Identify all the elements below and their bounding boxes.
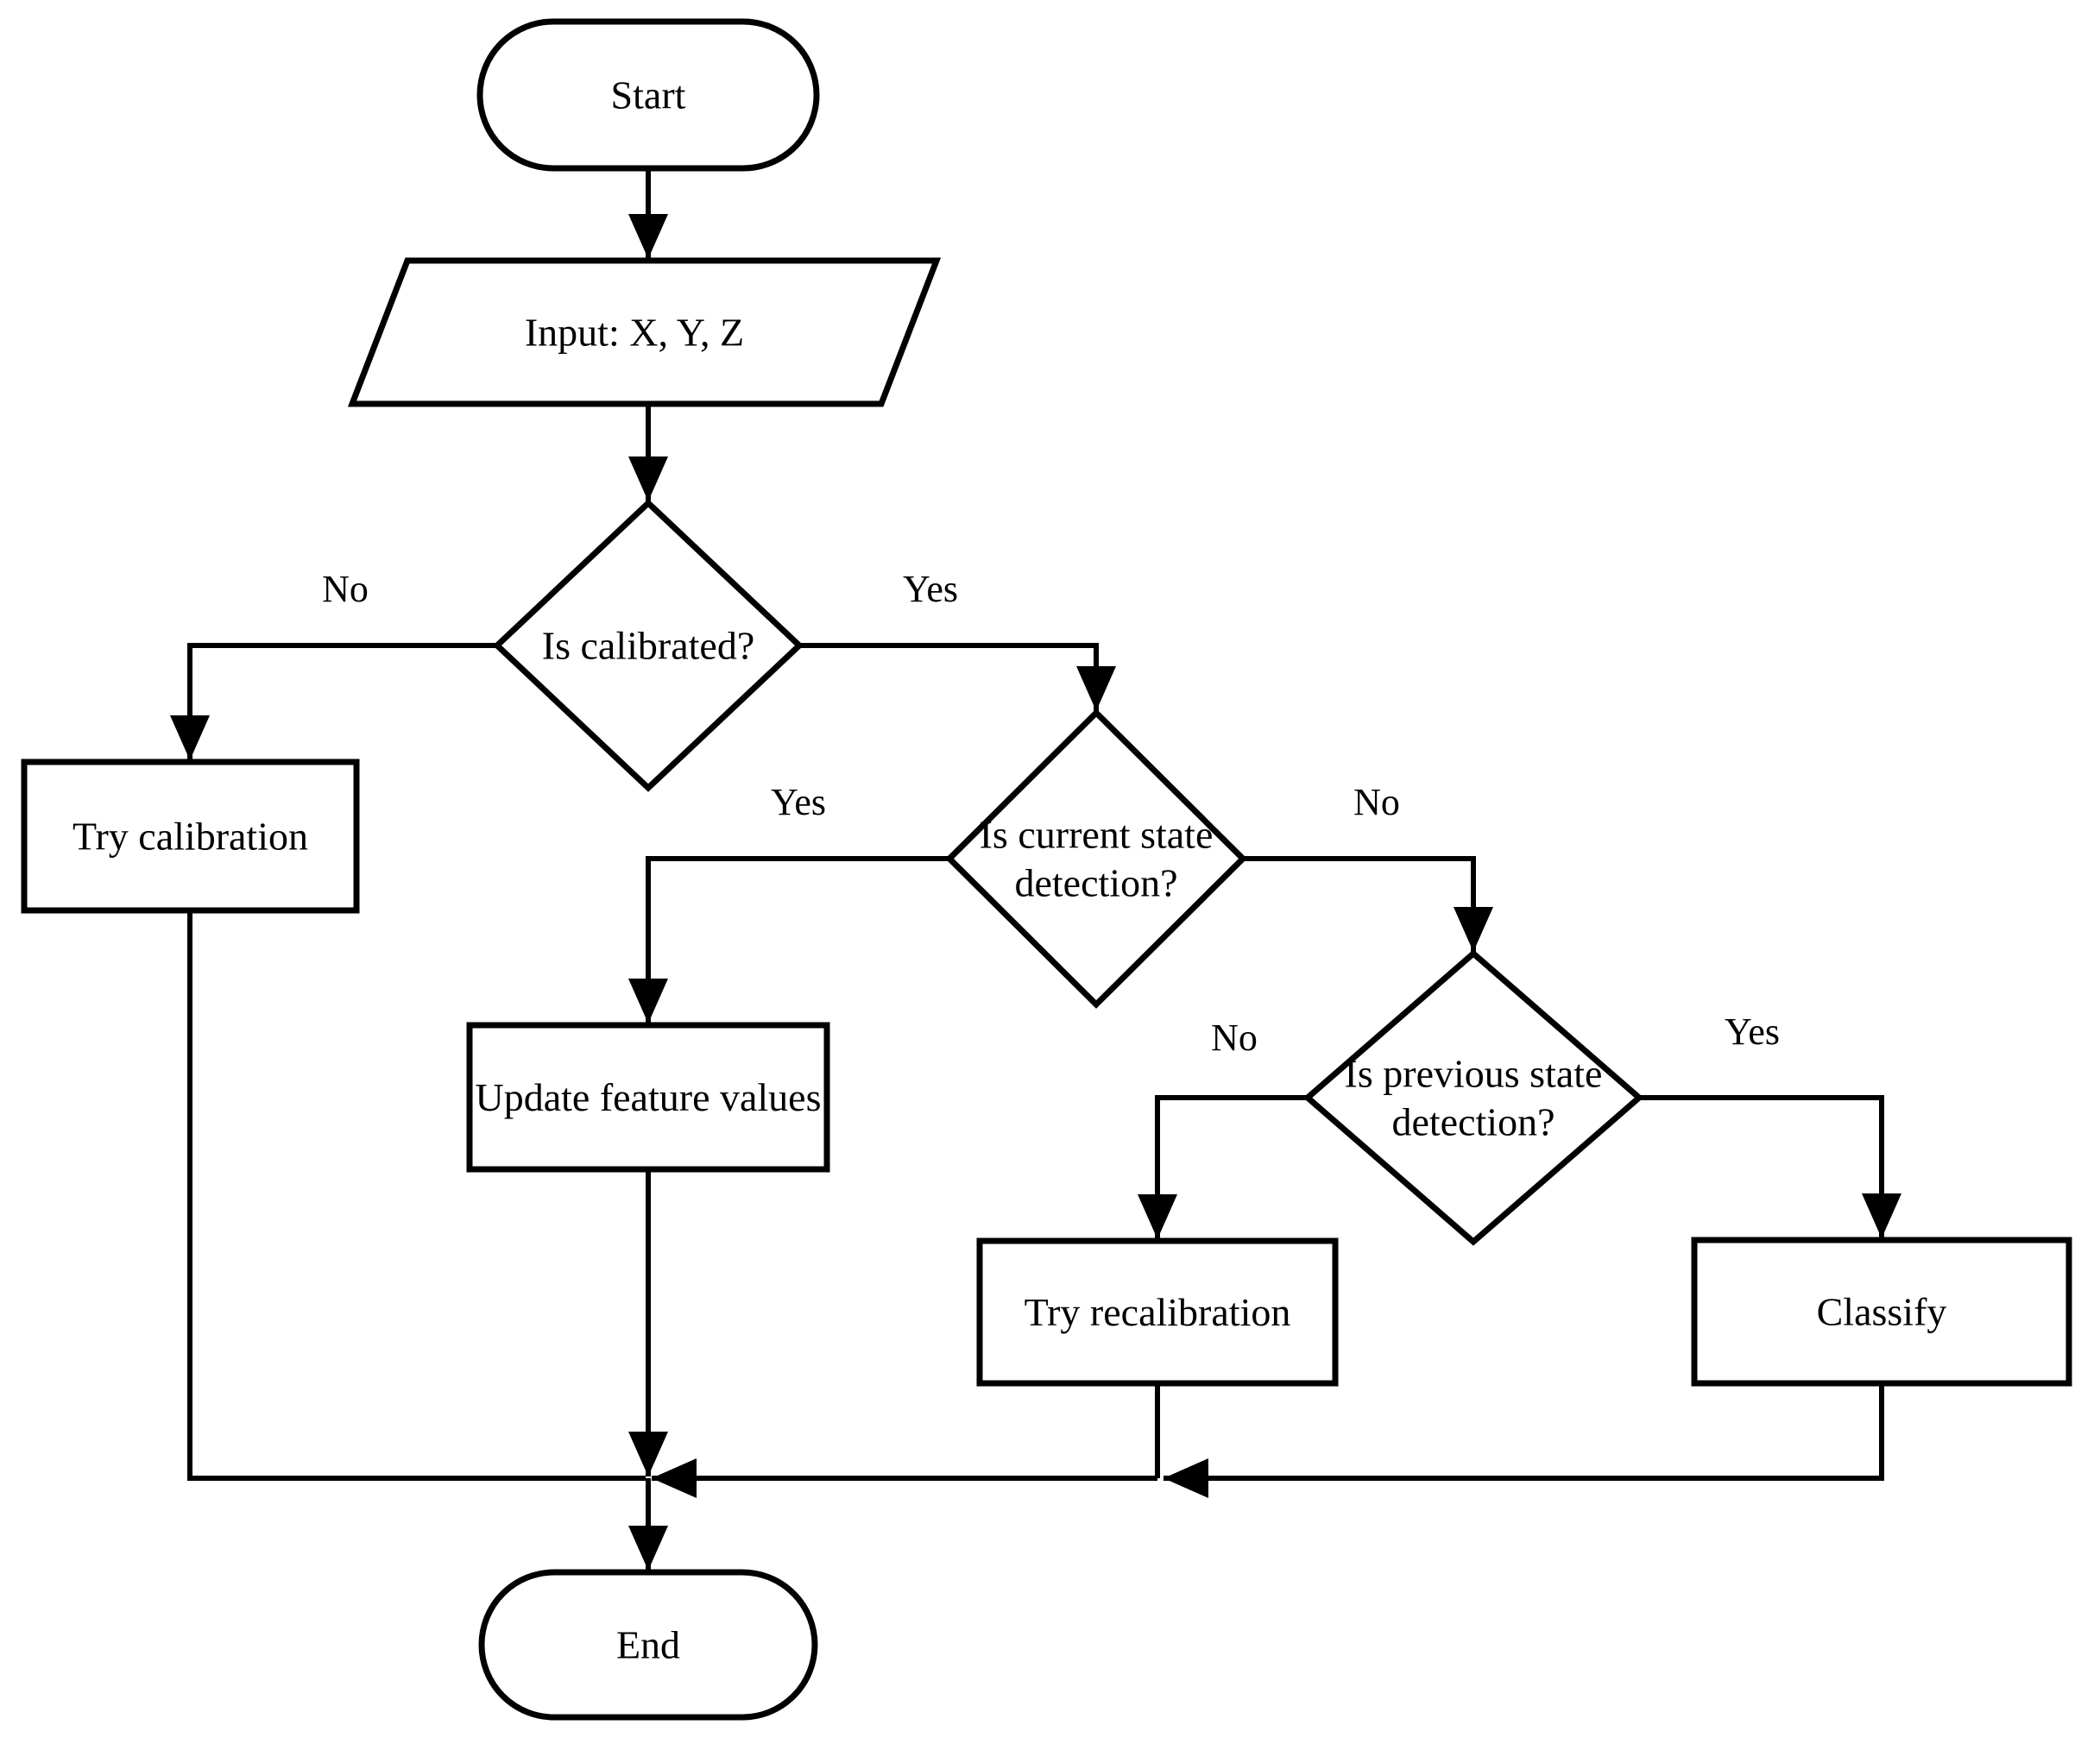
edge-is-current-no: No <box>1243 781 1493 952</box>
edge-label-is-previous-yes: Yes <box>1725 1011 1780 1053</box>
is-previous-state-detection-shape <box>1302 949 1644 1246</box>
arrowhead-icon <box>628 1526 668 1571</box>
classify-label: Classify <box>1817 1290 1947 1334</box>
arrowhead-icon <box>1076 666 1116 711</box>
arrowhead-icon <box>628 456 668 501</box>
edge-input-to-is-calibrated <box>628 404 668 501</box>
node-is-calibrated: Is calibrated? <box>492 499 804 792</box>
is-current-state-detection-shape <box>945 708 1247 1009</box>
node-try-recalibration: Try recalibration <box>976 1237 1339 1387</box>
edge-is-previous-yes: Yes <box>1639 1011 1901 1238</box>
is-current-state-detection-label: Is current state <box>980 813 1214 857</box>
edge-merge-to-main-junction <box>652 1458 1157 1498</box>
edge-line-is-current-no <box>1243 856 1476 952</box>
arrowhead-icon <box>1862 1193 1901 1238</box>
node-input: Input: X, Y, Z <box>347 257 942 407</box>
edge-label-is-calibrated-yes: Yes <box>903 568 958 610</box>
edge-junction-to-end <box>628 1478 668 1571</box>
arrowhead-icon <box>1454 907 1493 952</box>
edge-is-calibrated-no: No <box>170 568 497 760</box>
edge-line-is-previous-yes <box>1639 1095 1884 1238</box>
try-calibration-label: Try calibration <box>73 815 308 859</box>
edge-classify-to-recal-junction <box>1164 1383 1884 1498</box>
edge-label-is-calibrated-no: No <box>322 568 369 610</box>
arrowhead-icon <box>1138 1194 1177 1239</box>
edge-line-is-calibrated-no <box>187 643 497 760</box>
try-recalibration-label: Try recalibration <box>1025 1290 1291 1334</box>
is-previous-state-detection-label: detection? <box>1391 1100 1555 1144</box>
node-update-feature-values: Update feature values <box>466 1022 830 1173</box>
classify-shape <box>1691 1237 2072 1387</box>
update-feature-values-shape <box>466 1022 830 1173</box>
edge-is-current-yes: Yes <box>628 781 949 1023</box>
arrowhead-icon <box>1164 1458 1208 1498</box>
edge-label-is-current-no: No <box>1353 781 1400 823</box>
start-shape <box>476 18 820 172</box>
edge-line-classify-to-recal-junction <box>1164 1383 1884 1481</box>
arrowhead-icon <box>628 979 668 1023</box>
edge-update-to-junction <box>628 1169 668 1476</box>
input-label: Input: X, Y, Z <box>525 311 744 355</box>
arrowhead-icon <box>170 715 210 760</box>
edge-is-calibrated-yes: Yes <box>799 568 1116 711</box>
is-calibrated-label: Is calibrated? <box>542 624 754 668</box>
node-end: End <box>478 1569 818 1721</box>
edge-label-is-current-yes: Yes <box>771 781 826 823</box>
arrowhead-icon <box>628 214 668 259</box>
edge-line-try-calibration-to-junction <box>187 910 646 1481</box>
is-calibrated-shape <box>492 499 804 792</box>
edge-label-is-previous-no: No <box>1211 1017 1258 1059</box>
node-try-calibration: Try calibration <box>21 759 360 914</box>
node-start: Start <box>476 18 820 172</box>
arrowhead-icon <box>628 1432 668 1476</box>
node-classify: Classify <box>1691 1237 2072 1387</box>
edge-line-is-previous-no <box>1155 1095 1308 1239</box>
end-shape <box>478 1569 818 1721</box>
is-previous-state-detection-label: Is previous state <box>1345 1052 1603 1096</box>
end-label: End <box>616 1623 680 1667</box>
try-recalibration-shape <box>976 1237 1339 1387</box>
update-feature-values-label: Update feature values <box>475 1075 821 1119</box>
edge-start-to-input <box>628 168 668 259</box>
try-calibration-shape <box>21 759 360 914</box>
input-shape <box>347 257 942 407</box>
edge-line-is-current-yes <box>646 856 949 1023</box>
start-label: Start <box>611 73 686 117</box>
edge-try-calibration-to-junction <box>187 910 646 1481</box>
arrowhead-icon <box>652 1458 697 1498</box>
edge-is-previous-no: No <box>1138 1017 1308 1239</box>
is-current-state-detection-label: detection? <box>1014 861 1177 905</box>
edge-line-is-calibrated-yes <box>799 643 1099 711</box>
